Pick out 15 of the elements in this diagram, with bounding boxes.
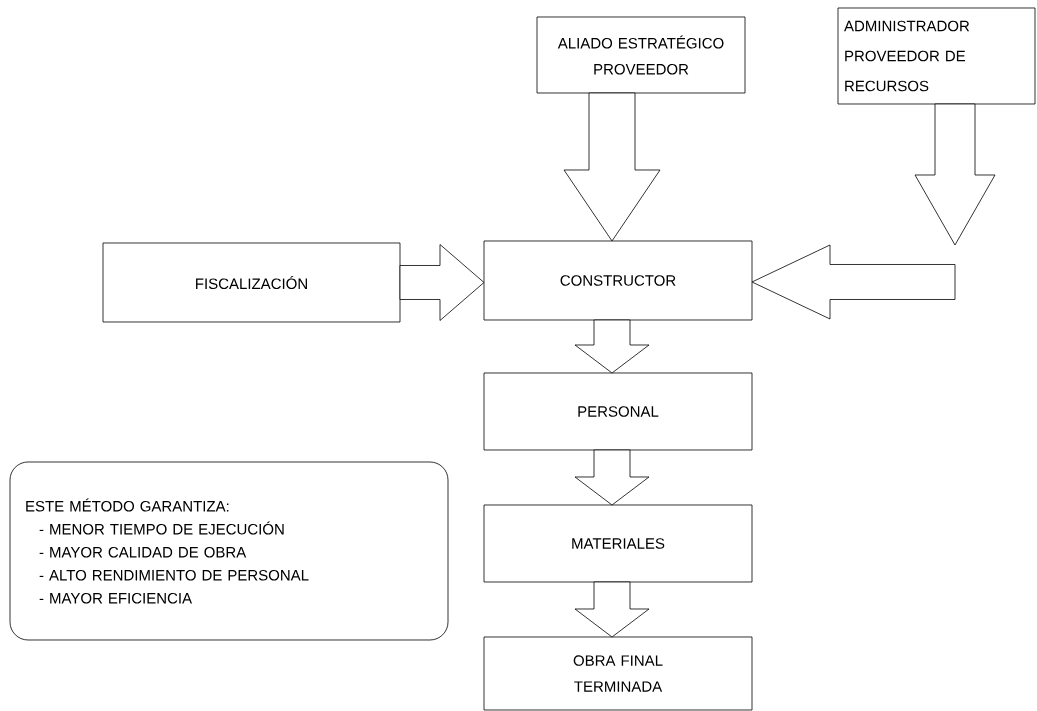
process-box: CONSTRUCTOR — [483, 240, 753, 321]
note-box: ESTE MÉTODO GARANTIZA: - MENOR TIEMPO DE EJECUCIÓN - MAYOR CALIDAD DE OBRA - ALTO RENDIMIENTO DE PERSONAL - MAYOR EFICIENCIA — [9, 461, 449, 641]
block-arrow — [574, 581, 650, 638]
process-box: PERSONAL — [483, 372, 753, 451]
block-arrow — [574, 319, 650, 374]
process-box: MATERIALES — [483, 504, 753, 583]
block-arrow — [563, 92, 661, 242]
block-arrow — [399, 244, 485, 321]
process-box: ALIADO ESTRATÉGICO PROVEEDOR — [536, 16, 746, 94]
process-box: ADMINISTRADOR PROVEEDOR DE RECURSOS — [837, 7, 1036, 105]
process-box: OBRA FINAL TERMINADA — [483, 636, 753, 711]
block-arrow — [751, 244, 956, 320]
process-box: FISCALIZACIÓN — [102, 242, 401, 323]
block-arrow — [574, 449, 650, 506]
block-arrow — [914, 103, 996, 246]
